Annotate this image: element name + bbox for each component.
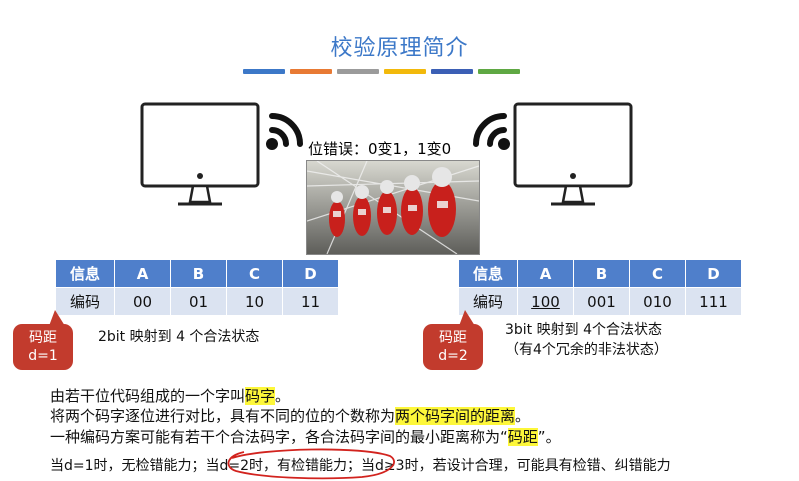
- table-header-row: 信息 A B C D: [56, 260, 338, 288]
- highlight-text: 码字: [245, 387, 276, 405]
- left-wifi-signal-icon: [266, 113, 303, 150]
- color-bar-segment: [290, 69, 332, 74]
- badge-line1: 码距: [439, 330, 467, 346]
- paragraph-codeword: 由若干位代码组成的一个字叫码字。: [50, 385, 290, 406]
- table-cell: D: [282, 260, 338, 288]
- right-distance-badge: 码距 d=2: [423, 310, 483, 370]
- table-cell: 100: [517, 287, 574, 315]
- paragraph-distance: 将两个码字逐位进行对比，具有不同的位的个数称为两个码字间的距离。: [50, 405, 530, 426]
- table-cell: 信息: [459, 260, 518, 288]
- table-cell: D: [685, 260, 741, 288]
- table-cell: C: [226, 260, 283, 288]
- paragraph-capability: 当d=1时，无检错能力；当d=2时，有检错能力；当d≥3时，若设计合理，可能具有…: [50, 458, 671, 474]
- highlight-text: 两个码字间的距离: [395, 407, 516, 425]
- table-cell: 编码: [56, 287, 115, 315]
- bit-error-label: 位错误：0变1，1变0: [308, 140, 452, 158]
- slide-title: 校验原理简介: [330, 36, 469, 61]
- badge-tail: [49, 310, 65, 326]
- text: 将两个码字逐位进行对比，具有不同的位的个数称为: [50, 407, 396, 425]
- text: 。: [275, 387, 291, 405]
- color-bar-segment: [478, 69, 520, 74]
- right-code-table: 信息 A B C D 编码 100 001 010 111: [459, 260, 741, 315]
- color-bar: [243, 69, 520, 74]
- left-code-table: 信息 A B C D 编码 00 01 10 11: [56, 260, 338, 315]
- right-monitor-icon: [513, 102, 633, 206]
- right-wifi-signal-icon: [473, 113, 510, 150]
- color-bar-segment: [243, 69, 285, 74]
- badge-line1: 码距: [29, 330, 57, 346]
- right-mapping-note: 3bit 映射到 4个合法状态 （有4个冗余的非法状态）: [505, 320, 668, 360]
- right-note-line1: 3bit 映射到 4个合法状态: [505, 322, 662, 338]
- table-cell: C: [629, 260, 686, 288]
- color-bar-segment: [431, 69, 473, 74]
- left-monitor-icon: [140, 102, 260, 206]
- badge-line2: d=1: [28, 348, 58, 364]
- badge-line2: d=2: [438, 348, 468, 364]
- paragraph-code-distance: 一种编码方案可能有若干个合法码字，各合法码字间的最小距离称为“码距”。: [50, 426, 561, 447]
- table-cell: 00: [114, 287, 171, 315]
- table-cell: 111: [685, 287, 741, 315]
- table-header-row: 信息 A B C D: [459, 260, 741, 288]
- left-mapping-note: 2bit 映射到 4 个合法状态: [98, 329, 260, 345]
- text: 一种编码方案可能有若干个合法码字，各合法码字间的最小距离称为“: [50, 428, 508, 446]
- color-bar-segment: [337, 69, 379, 74]
- right-note-line2: （有4个冗余的非法状态）: [505, 342, 668, 358]
- text: ”。: [537, 428, 561, 446]
- text: 。: [515, 407, 531, 425]
- table-cell: B: [573, 260, 630, 288]
- table-cell: B: [170, 260, 227, 288]
- table-cell: 11: [282, 287, 338, 315]
- table-cell: 01: [170, 287, 227, 315]
- table-cell: 001: [573, 287, 630, 315]
- red-circle-annotation: [227, 448, 395, 480]
- highlight-text: 码距: [507, 428, 538, 446]
- table-cell: 010: [629, 287, 686, 315]
- table-row: 编码 00 01 10 11: [56, 287, 338, 315]
- table-row: 编码 100 001 010 111: [459, 287, 741, 315]
- color-bar-segment: [384, 69, 426, 74]
- text: 由若干位代码组成的一个字叫: [50, 387, 246, 405]
- badge-tail: [459, 310, 475, 326]
- decorative-photo: [306, 160, 480, 255]
- left-distance-badge: 码距 d=1: [13, 310, 73, 370]
- table-cell: 信息: [56, 260, 115, 288]
- table-cell: A: [114, 260, 171, 288]
- table-cell: 10: [226, 287, 283, 315]
- table-cell: A: [517, 260, 574, 288]
